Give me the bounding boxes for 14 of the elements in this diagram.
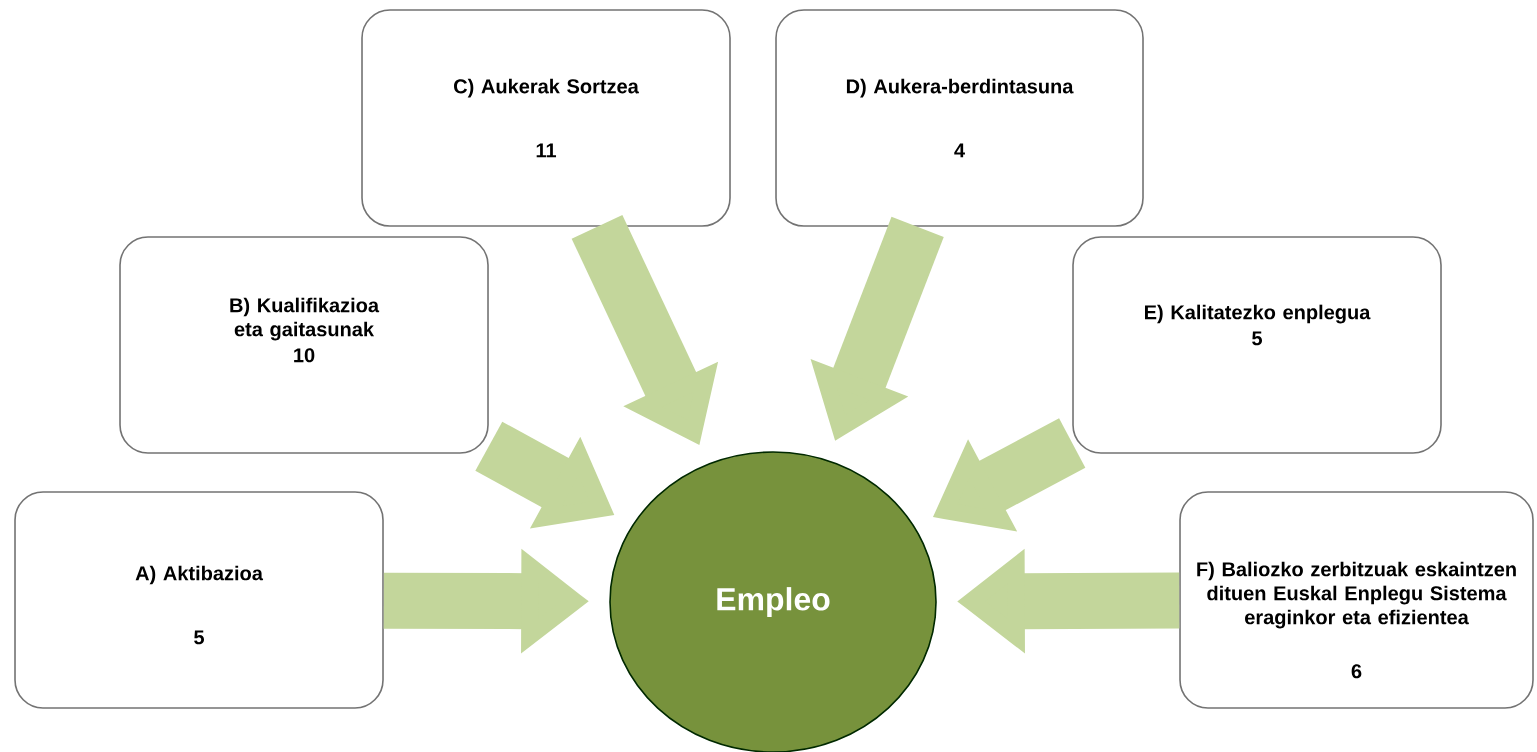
text-box [1072,236,1442,454]
text-box [1179,491,1534,709]
box-label: B) Kualifikazioa eta gaitasunak 10 [230,297,380,363]
text-box [119,236,489,454]
box-label: E) Kalitatezko enplegua 5 [1145,304,1371,346]
box-label: A) Aktibazioa 5 [135,565,264,645]
box-label: F) Baliozko zerbitzuak eskaintzen dituen Euskal Enplegu Sistema eraginkor eta efizientea 6 [1197,561,1516,679]
center-circle [609,451,937,752]
text-box [775,9,1144,227]
text-box [361,9,731,227]
circle-label: Empleo [717,587,830,617]
text-box [14,491,384,709]
box-label: D) Aukera-berdintasuna 4 [846,78,1074,158]
box-label: C) Aukerak Sortzea 11 [454,78,639,158]
